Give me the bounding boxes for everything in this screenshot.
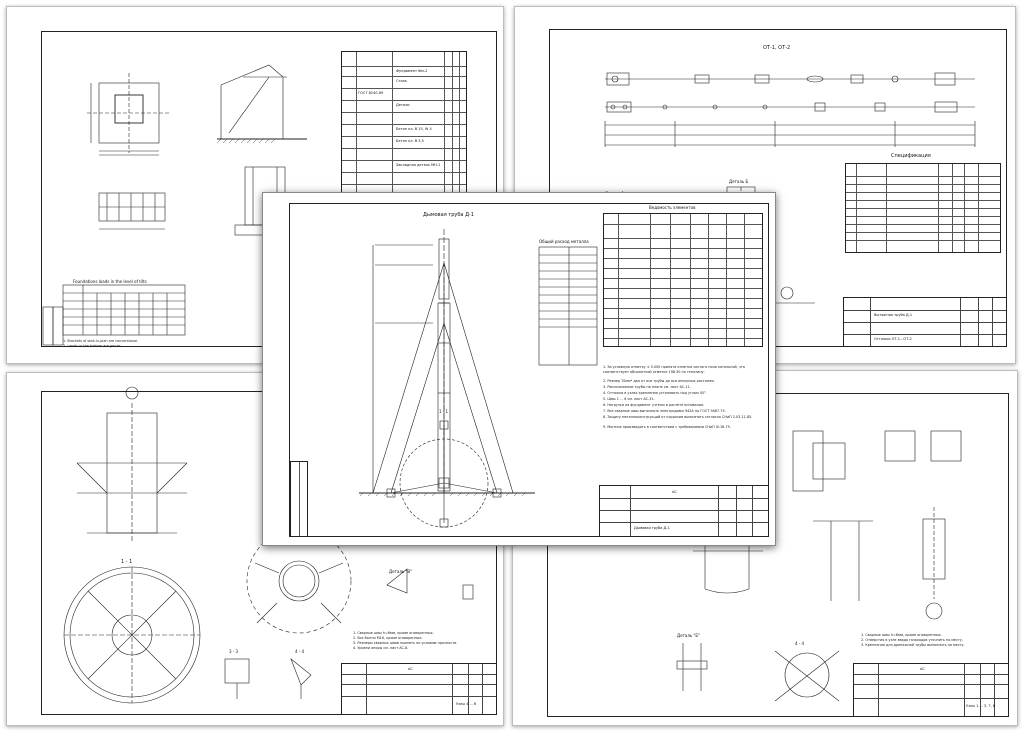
- stamp-code: АС: [408, 667, 413, 671]
- spec-row: Фундамент Фм-2: [396, 69, 428, 73]
- sheet-note-4: 4. Уровни опоры см. лист АС-8.: [353, 646, 409, 650]
- sheet-note-3: 3. Размеры сварных швов принять по услов…: [353, 641, 458, 645]
- chimney-note-6: 6. Нагрузки на фундамент учтены в расчёт…: [603, 403, 705, 407]
- spec-row: ГОСТ 8240-89: [358, 91, 384, 95]
- spec-row: Сталь: [396, 79, 407, 83]
- drawing-title: Дымовая труба Д-1: [423, 212, 474, 218]
- title-block: АС Узлы 1 ... 3, 7, 8: [853, 663, 1009, 717]
- stamp-code: АС: [672, 490, 677, 494]
- stamp-caption: Дымовая труба Д-1: [634, 526, 670, 530]
- sheet-frame: [289, 203, 769, 537]
- chimney-note-7: 7. Все сварные швы выполнять электродами…: [603, 409, 726, 413]
- loads-table-title: Foundations loads in the level of tilts: [73, 279, 147, 284]
- stamp-caption: Оттяжки ОТ-1...ОТ-2: [874, 337, 912, 341]
- title-block: Вытяжная труба Д-1 Оттяжки ОТ-1...ОТ-2: [843, 297, 1007, 347]
- chimney-note-4: 4. Оттяжки в узлах крепления установить …: [603, 391, 707, 395]
- sheet-note-1: 1. Brackets of stair-in-plan are convent…: [63, 339, 139, 343]
- chimney-note-1: 1. За условную отметку ± 0.000 принята о…: [603, 365, 745, 374]
- nodes-drawing: [63, 386, 474, 704]
- nodes-1-3-drawing: [676, 430, 962, 702]
- sheet-frame: [549, 29, 1007, 347]
- spec-row: Детали: [396, 103, 410, 107]
- sheet-note-3: 3. Крепления для дренажной трубы выполни…: [861, 643, 965, 647]
- chimney-note-3: 3. Расположение трубы на плане см. лист …: [603, 385, 691, 389]
- sheet-note-1: 1. Сварные швы h=6мм, кроме оговоренных.: [353, 631, 434, 635]
- title-block: АС Дымовая труба Д-1: [599, 485, 769, 537]
- section-3-3-label: 3 - 3: [229, 649, 239, 654]
- stamp-code: АС: [920, 667, 925, 671]
- section-4-4-label: 4 - 4: [295, 649, 305, 654]
- section-label-ot: ОТ-1, ОТ-2: [763, 45, 791, 51]
- chimney-note-8: 8. Защиту металлоконструкций от коррозии…: [603, 415, 753, 419]
- stamp-title: Вытяжная труба Д-1: [874, 313, 913, 317]
- chimney-note-5: 5. Швы 1 ... 6 см. лист АС-31.: [603, 397, 655, 401]
- detail-b-label: Деталь Б: [729, 179, 749, 184]
- sheet-note-2: 2. Все болты М16, кроме оговоренных.: [353, 636, 423, 640]
- stamp-caption: Узлы 1 ... 3, 7, 8: [966, 704, 996, 708]
- sheet-note-2: 2. Levels in the bottom are grouts: [63, 344, 121, 348]
- section-1-1-label: 1 - 1: [439, 409, 449, 414]
- section-1-1-label: 1 - 1: [121, 559, 133, 565]
- elements-table: [603, 213, 763, 347]
- sheet-note-2: 2. Отверстия в узле ввода газоходов уточ…: [861, 638, 963, 642]
- chimney-note-9: 9. Монтаж производить в соответствии с т…: [603, 425, 731, 429]
- spec-row: Закладная деталь МН-1: [396, 163, 441, 167]
- side-stamp: [290, 461, 308, 537]
- quantities-title: Ведомость элементов: [649, 205, 696, 210]
- guy-spec-table: [845, 163, 1001, 253]
- foundation-drawing: [42, 64, 307, 346]
- title-block: АС Узлы 4 ... 6: [341, 663, 497, 715]
- drawing-sheet-chimney[interactable]: Дымовая труба Д-1: [262, 192, 776, 546]
- stamp-caption: Узлы 4 ... 6: [456, 702, 477, 706]
- metal-consumption-title: Общий расход металла: [539, 239, 589, 244]
- spec-title: Спецификация: [891, 153, 931, 159]
- detail-b-label: Деталь "Б": [677, 633, 700, 638]
- guy-rope-drawing: [604, 72, 976, 304]
- sheet-note-1: 1. Сварные швы h=6мм, кроме оговоренных.: [861, 633, 942, 637]
- chimney-note-2: 2. Размер 70мм* дан от оси трубы до оси …: [603, 379, 716, 383]
- specification-table: Фундамент Фм-2 Сталь ГОСТ 8240-89 Детали…: [341, 51, 467, 203]
- spec-row: Бетон кл. В 15, W 4: [396, 127, 432, 131]
- spec-row: Бетон кл. В 3,5: [396, 139, 424, 143]
- detail-v-label: Деталь "В": [389, 569, 412, 574]
- section-4-4-label: 4 - 4: [795, 641, 805, 646]
- sheet-frame: [547, 393, 1009, 717]
- chimney-drawing: [359, 229, 598, 528]
